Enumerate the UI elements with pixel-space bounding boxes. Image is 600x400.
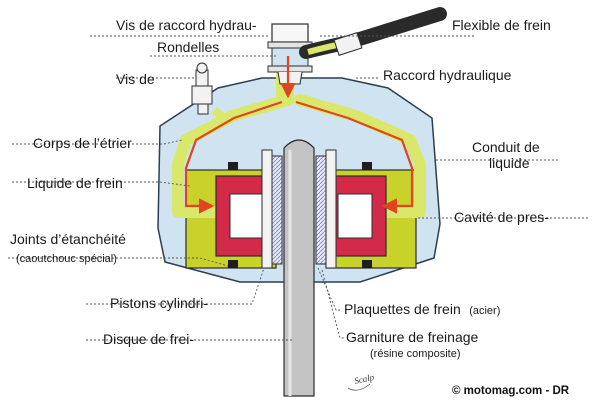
label-pads-text: Plaquettes de frein bbox=[344, 301, 461, 317]
washer-lower bbox=[267, 65, 313, 73]
banjo-bolt-head bbox=[271, 23, 309, 43]
label-banjo-bolt: Vis de raccord hydrau- bbox=[116, 17, 257, 33]
right-pad-lining bbox=[315, 155, 327, 265]
label-pistons: Pistons cylindri- bbox=[110, 295, 208, 311]
label-brake-fluid: Liquide de frein bbox=[27, 175, 123, 191]
label-lining: Garniture de freinage bbox=[346, 329, 479, 345]
seal-bottom-right bbox=[362, 260, 372, 268]
bleed-screw-shape bbox=[191, 62, 213, 115]
seal-top-left bbox=[228, 162, 238, 170]
label-disc: Disque de frei- bbox=[103, 331, 194, 347]
right-pad-plate bbox=[325, 149, 337, 269]
seal-bottom-left bbox=[228, 260, 238, 268]
label-washers: Rondelles bbox=[157, 39, 219, 55]
label-pads: Plaquettes de frein (acier) bbox=[344, 301, 500, 318]
label-fluid-duct-line2: liquide bbox=[489, 155, 530, 171]
label-pads-material: (acier) bbox=[469, 305, 500, 317]
label-bleed-screw: Vis de bbox=[116, 71, 155, 87]
flow-arrows bbox=[184, 56, 414, 214]
label-fluid-duct-line1: Conduit de bbox=[472, 139, 540, 155]
leader-lines bbox=[8, 35, 590, 341]
bleed-channel bbox=[211, 106, 229, 124]
left-pad-plate bbox=[261, 149, 273, 269]
label-brake-hose: Flexible de frein bbox=[452, 17, 551, 33]
label-caliper-body: Corps de l’étrier bbox=[33, 135, 132, 151]
artist-signature: Scalp bbox=[353, 372, 375, 386]
left-pad-lining bbox=[271, 155, 283, 265]
label-lining-material: (résine composite) bbox=[370, 348, 460, 360]
label-pressure-cavity: Cavité de pres- bbox=[454, 209, 549, 225]
label-seals: Joints d’étanchéité bbox=[10, 231, 126, 247]
label-hydraulic-fitting: Raccord hydraulique bbox=[383, 67, 512, 83]
copyright-credit: © motomag.com - DR bbox=[452, 385, 570, 397]
label-seals-note: (caoutchouc spécial) bbox=[16, 253, 117, 265]
seal-top-right bbox=[362, 162, 372, 170]
